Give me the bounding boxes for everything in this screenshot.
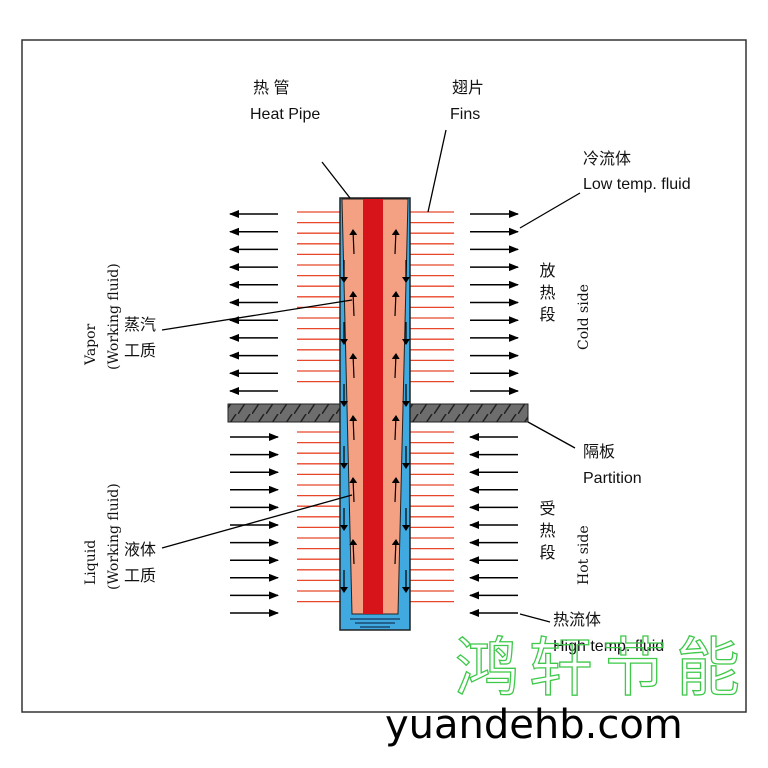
liquid-label-cn-1: 液体 [124, 541, 156, 559]
website-url: yuandehb.com [385, 702, 683, 748]
arrow-up-icon [349, 477, 358, 503]
arrow-up-icon [391, 229, 400, 255]
liquid-label: Liquid [83, 540, 99, 585]
arrow-up-icon [391, 477, 400, 503]
heat-pipe [339, 197, 411, 631]
liquid-label-cn-2: 工质 [124, 567, 156, 585]
liquid-working-fluid-label: (Working fluid) [106, 483, 122, 590]
high-temp-fluid-label-cn: 热流体 [553, 611, 601, 629]
low-temp-fluid-label: Low temp. fluid [583, 176, 691, 193]
arrow-up-icon [391, 539, 400, 565]
heat-pipe-label: Heat Pipe [250, 106, 320, 123]
vapor-label: Vapor [83, 323, 99, 366]
arrow-up-icon [349, 229, 358, 255]
fins-label: Fins [450, 106, 480, 123]
fins [297, 211, 454, 603]
liquid-pool [350, 618, 400, 628]
arrow-up-icon [391, 353, 400, 379]
cold-side-label: Cold side [576, 284, 592, 350]
fins-label-cn: 翅片 [452, 79, 484, 97]
arrow-up-icon [349, 353, 358, 379]
arrow-up-icon [349, 415, 358, 441]
working-fluid-arrows [340, 229, 410, 593]
arrow-up-icon [391, 415, 400, 441]
partition-label-cn: 隔板 [583, 443, 615, 461]
vapor-working-fluid-label: (Working fluid) [106, 263, 122, 370]
heat-pipe-label-cn: 热 管 [253, 79, 289, 97]
leader-lines [161, 129, 581, 623]
vapor-label-cn-1: 蒸汽 [124, 316, 156, 334]
high-temp-fluid-label: High temp. fluid [553, 638, 664, 655]
vapor-core [363, 199, 383, 614]
vapor-label-cn-2: 工质 [124, 342, 156, 360]
partition-label: Partition [583, 470, 642, 487]
fluid-flow-arrows [229, 210, 519, 617]
arrow-up-icon [349, 539, 358, 565]
low-temp-fluid-label-cn: 冷流体 [583, 150, 631, 168]
cold-side-label-cn: 放热段 [537, 262, 556, 328]
arrow-up-icon [391, 291, 400, 317]
hot-side-label-cn: 受热段 [537, 500, 556, 566]
hot-side-label: Hot side [576, 525, 592, 585]
arrow-up-icon [349, 291, 358, 317]
